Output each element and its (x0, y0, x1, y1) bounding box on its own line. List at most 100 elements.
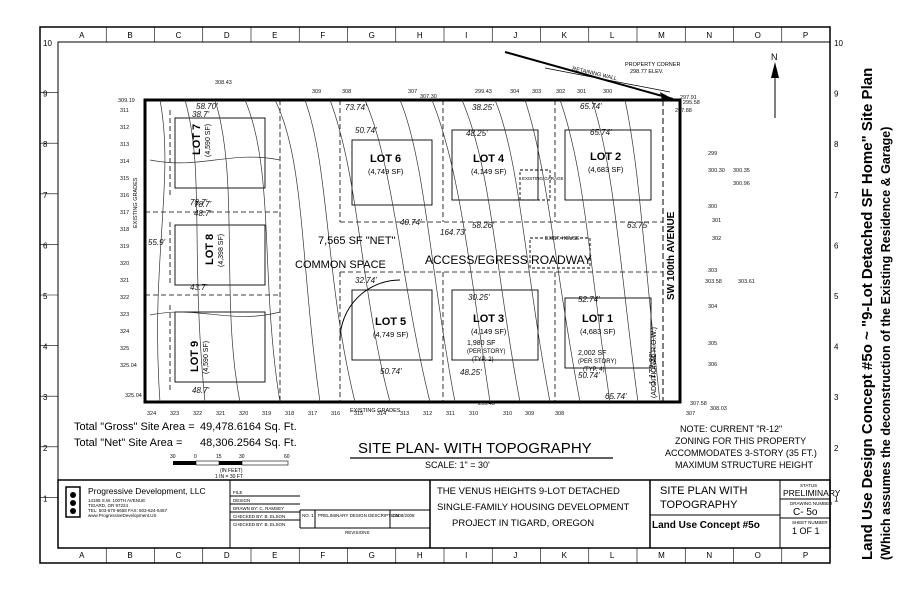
dimension: 32.74' (355, 276, 377, 285)
lot-area: (4,149 SF) (471, 167, 507, 176)
lot-name: LOT 2 (590, 151, 621, 163)
grid-row-9: 9 (43, 90, 48, 99)
grid-col-O: O (755, 31, 761, 40)
contour-line (149, 156, 281, 164)
grid-col-M: M (658, 31, 665, 40)
grid-row-4-right: 4 (834, 343, 839, 352)
svg-text:12/08/2008: 12/08/2008 (392, 513, 415, 518)
grid-col-I: I (465, 31, 467, 40)
contour-line (244, 99, 281, 403)
grid-col-D-bottom: D (224, 551, 230, 560)
gross-area-value: 49,478.6164 Sq. Ft. (200, 421, 297, 433)
drawing-title-2: TOPOGRAPHY (660, 499, 738, 511)
net-area-value: 48,306.2564 Sq. Ft. (200, 437, 297, 449)
elevation: 323 (120, 312, 129, 318)
company-name: Progressive Development, LLC (88, 486, 206, 496)
lot-labels: LOT 1(4,683 SF)LOT 2(4,683 SF)LOT 3(4,14… (189, 124, 624, 374)
dimension: 50.74' (578, 371, 600, 380)
elevation: 316 (331, 411, 340, 417)
company-phone: TEL: 503-670-6658 FAX: 503-624-6467 (88, 508, 168, 513)
grid-row-4: 4 (43, 343, 48, 352)
lot-area: (4,590 SF) (203, 341, 210, 374)
elevation: 310 (469, 411, 478, 417)
sheet-number: 1 OF 1 (792, 526, 820, 536)
elevation: 322 (120, 295, 129, 301)
svg-text:15: 15 (216, 454, 222, 460)
grid-col-P: P (803, 31, 808, 40)
svg-text:30: 30 (170, 454, 176, 460)
contour-line (431, 99, 491, 403)
elevation: 309 (525, 411, 534, 417)
svg-text:60: 60 (284, 454, 290, 460)
grid-col-K: K (562, 31, 568, 40)
project-title: THE VENUS HEIGHTS 9-LOT DETACHED SINGLE-… (437, 486, 630, 529)
contour-line (524, 99, 581, 403)
property-boundary (143, 98, 682, 404)
lot-7: LOT 7(4,590 SF) (191, 124, 212, 157)
lot-lines (145, 100, 663, 402)
grid-row-5-right: 5 (834, 292, 839, 301)
existing-grades-bottom: EXISTING GRADES (350, 408, 401, 414)
lot-area: (4,749 SF) (368, 167, 404, 176)
grid-row-6-right: 6 (834, 241, 839, 250)
dimension: 40.74' (400, 218, 422, 227)
elevation: 307 (686, 411, 695, 417)
svg-text:DESIGN: DESIGN (233, 498, 250, 503)
elevation: 300.35 (733, 168, 750, 174)
elevation: 303 (708, 268, 717, 274)
lot-6: LOT 6(4,749 SF) (368, 153, 404, 176)
zoning-note: NOTE: CURRENT "R-12" ZONING FOR THIS PRO… (665, 424, 817, 470)
grid-col-L-bottom: L (610, 551, 615, 560)
elevation: 304 (708, 304, 717, 310)
elevation: 299.43 (475, 89, 492, 95)
grid-col-P-bottom: P (803, 551, 808, 560)
contour-line (461, 99, 521, 403)
elevation: 309.19 (118, 98, 135, 104)
contour-line (304, 99, 356, 403)
elevation: 311 (446, 411, 455, 417)
lot-2: LOT 2(4,683 SF) (588, 151, 624, 174)
lot-area: (4,398 SF) (218, 234, 225, 267)
contour-line (214, 99, 241, 403)
svg-text:MAXIMUM STRUCTURE HEIGHT: MAXIMUM STRUCTURE HEIGHT (675, 460, 813, 470)
elevation: 308 (342, 89, 351, 95)
dimension: 164.73' (440, 228, 466, 237)
plan-scale: SCALE: 1" = 30' (425, 460, 490, 470)
grid-col-B-bottom: B (127, 551, 132, 560)
contour-line (624, 99, 661, 403)
roadway-label: ACCESS/EGRESS ROADWAY (425, 253, 592, 267)
elevation: 309 (312, 89, 321, 95)
north-label: N (771, 52, 778, 62)
grid-row-7: 7 (43, 191, 48, 200)
row-label: (ADDITIONAL R.O.W.) (651, 327, 658, 398)
property-corner-elev: 298.77 ELEV. (630, 69, 664, 75)
svg-text:DRAWN BY: C. RAMSEY: DRAWN BY: C. RAMSEY (233, 506, 284, 511)
dimension: 38.7' (192, 110, 210, 119)
elevation: 320 (120, 261, 129, 267)
grid-col-J: J (513, 31, 517, 40)
svg-text:ACCOMMODATES 3-STORY (35 FT.): ACCOMMODATES 3-STORY (35 FT.) (665, 448, 817, 458)
elevation: 320 (239, 411, 248, 417)
dimension: 43.7' (190, 283, 208, 292)
contour-line (274, 99, 321, 403)
elevation: 301 (577, 89, 586, 95)
lot-8: LOT 8(4,398 SF) (204, 234, 225, 267)
status-label: STATUS (800, 483, 817, 488)
retaining-wall (544, 67, 671, 93)
lot-name: LOT 1 (582, 313, 613, 325)
drawing-number-label: DRAWING NUMBER (790, 501, 833, 506)
net-area-label: Total "Net" Site Area = (74, 437, 182, 449)
dimension: 1,172.38' (648, 352, 657, 385)
dimension: 48.25' (460, 368, 482, 377)
elevation: 315 (120, 176, 129, 182)
grid-col-D: D (224, 31, 230, 40)
dimension: 73.74' (345, 103, 367, 112)
common-space-cul-de-sac (339, 279, 401, 341)
elevation: 300 (708, 204, 717, 210)
grid-col-L: L (610, 31, 615, 40)
elevation: 314 (377, 411, 386, 417)
